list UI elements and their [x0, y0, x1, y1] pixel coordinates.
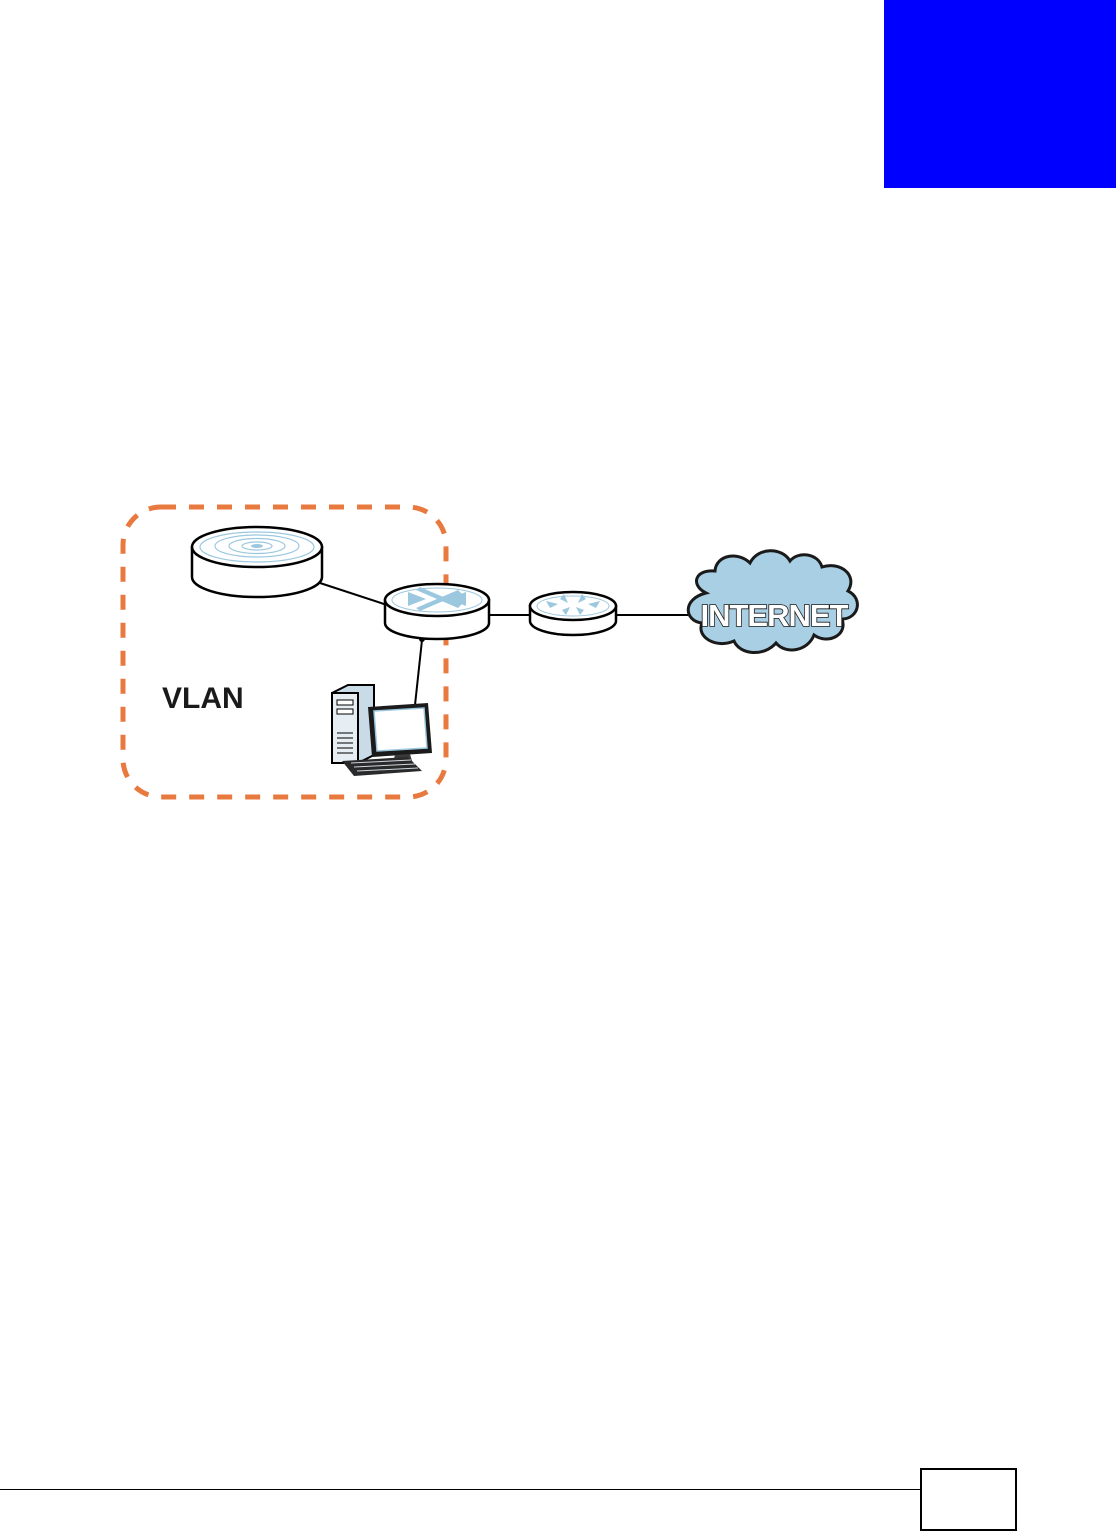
- network-links: [320, 583, 700, 705]
- vlan-network-diagram: INTERNET VLAN: [110, 495, 870, 815]
- internet-label: INTERNET: [701, 598, 849, 633]
- page-number-box: [920, 1468, 1017, 1531]
- vlan-label: VLAN: [162, 682, 244, 715]
- cloud-icon: INTERNET: [688, 551, 857, 653]
- desktop-computer-icon: [332, 685, 432, 776]
- access-point-icon: [192, 527, 322, 597]
- link-computer-switch: [415, 640, 422, 705]
- link-ap-switch: [320, 583, 387, 605]
- router-icon: [530, 592, 616, 635]
- chapter-tab: [884, 0, 1116, 188]
- switch-icon: [385, 584, 489, 639]
- footer-rule: [0, 1489, 920, 1490]
